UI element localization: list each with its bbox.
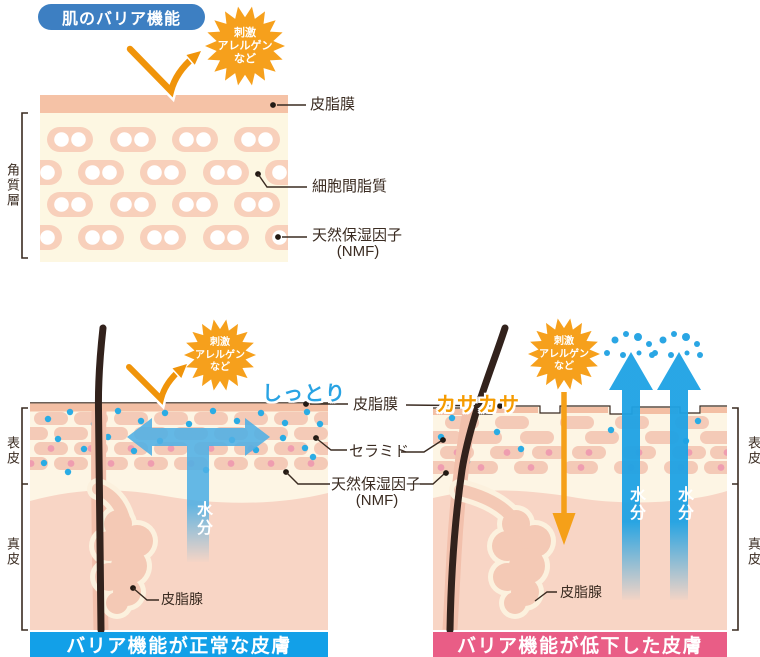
ceramide-label: セラミド [349, 443, 410, 460]
sebum-film-layer [30, 403, 328, 412]
water-loss-arrows [609, 352, 701, 600]
stimulus-bounce-arrow-top [124, 43, 203, 103]
healthy-skin-block [30, 324, 328, 634]
broken-sebum-film [433, 407, 727, 415]
sebum-film-label: 皮脂膜 [353, 396, 399, 413]
dermis-label-right: 真皮 [746, 537, 760, 567]
water-label-right-1: 水分 [627, 486, 644, 522]
nmf-label-line1: 天然保湿因子 [312, 227, 403, 244]
evaporating-droplets [604, 331, 703, 358]
dermis-layer [30, 490, 328, 630]
nmf-label-line1: 天然保湿因子 [331, 476, 422, 493]
epidermis-label-left: 表皮 [5, 436, 20, 466]
shared-leader-lines [130, 401, 557, 602]
stimulus-line: アレルゲン [217, 40, 273, 52]
stimulus-line: など [554, 361, 574, 372]
damaged-skin-banner: バリア機能が低下した皮膚 [433, 632, 727, 657]
title-badge: 肌のバリア機能 [38, 4, 205, 30]
dry-condition-label: カサカサ [436, 394, 520, 416]
nmf-label: 天然保湿因子 (NMF) [312, 228, 404, 260]
water-label-left: 水分 [194, 501, 211, 537]
stimulus-line: など [210, 362, 230, 373]
moist-condition-label: しっとり [262, 383, 346, 405]
stimulus-line: など [234, 53, 256, 65]
dermis-label-left: 真皮 [5, 537, 20, 567]
sebaceous-gland-label-left: 皮脂腺 [161, 591, 203, 607]
stimulus-bounce-arrow-left [123, 361, 189, 410]
sebum-film-layer [40, 95, 288, 113]
layer-brackets [21, 407, 739, 631]
sebum-film-label: 皮脂膜 [310, 96, 356, 113]
nmf-label-line2: (NMF) [336, 243, 380, 260]
nmf-label-line2: (NMF) [355, 492, 399, 509]
stimulus-line: 刺激 [234, 27, 256, 39]
normal-skin-banner: バリア機能が正常な皮膚 [30, 632, 328, 657]
stimulus-line: アレルゲン [539, 348, 589, 360]
water-retention-arrow [127, 418, 270, 562]
sebaceous-gland [449, 479, 556, 619]
stimulus-line: 刺激 [554, 336, 574, 347]
nmf-label: 天然保湿因子 (NMF) [331, 477, 423, 509]
stimulus-burst-top-text: 刺激 アレルゲン など [197, 27, 293, 66]
top-leader-lines [255, 102, 307, 240]
hair-strand [94, 324, 107, 634]
hair-strand [446, 324, 509, 634]
epidermis-label-right: 表皮 [746, 436, 760, 466]
top-skin-block [21, 95, 288, 262]
stimulus-penetration-arrow [552, 392, 576, 545]
stimulus-burst-left-text: 刺激 アレルゲン など [172, 337, 268, 375]
stimulus-burst-right-text: 刺激 アレルゲン など [516, 336, 612, 374]
damaged-skin-block [433, 324, 727, 634]
sebaceous-gland-label-right: 皮脂腺 [560, 584, 602, 600]
stimulus-line: アレルゲン [195, 349, 245, 361]
water-label-right-2: 水分 [675, 486, 692, 522]
stratum-corneum-bracket [21, 112, 28, 259]
intercellular-lipids-label: 細胞間脂質 [312, 178, 388, 195]
stratum-corneum-label: 角質層 [5, 163, 20, 208]
stimulus-line: 刺激 [210, 337, 230, 348]
